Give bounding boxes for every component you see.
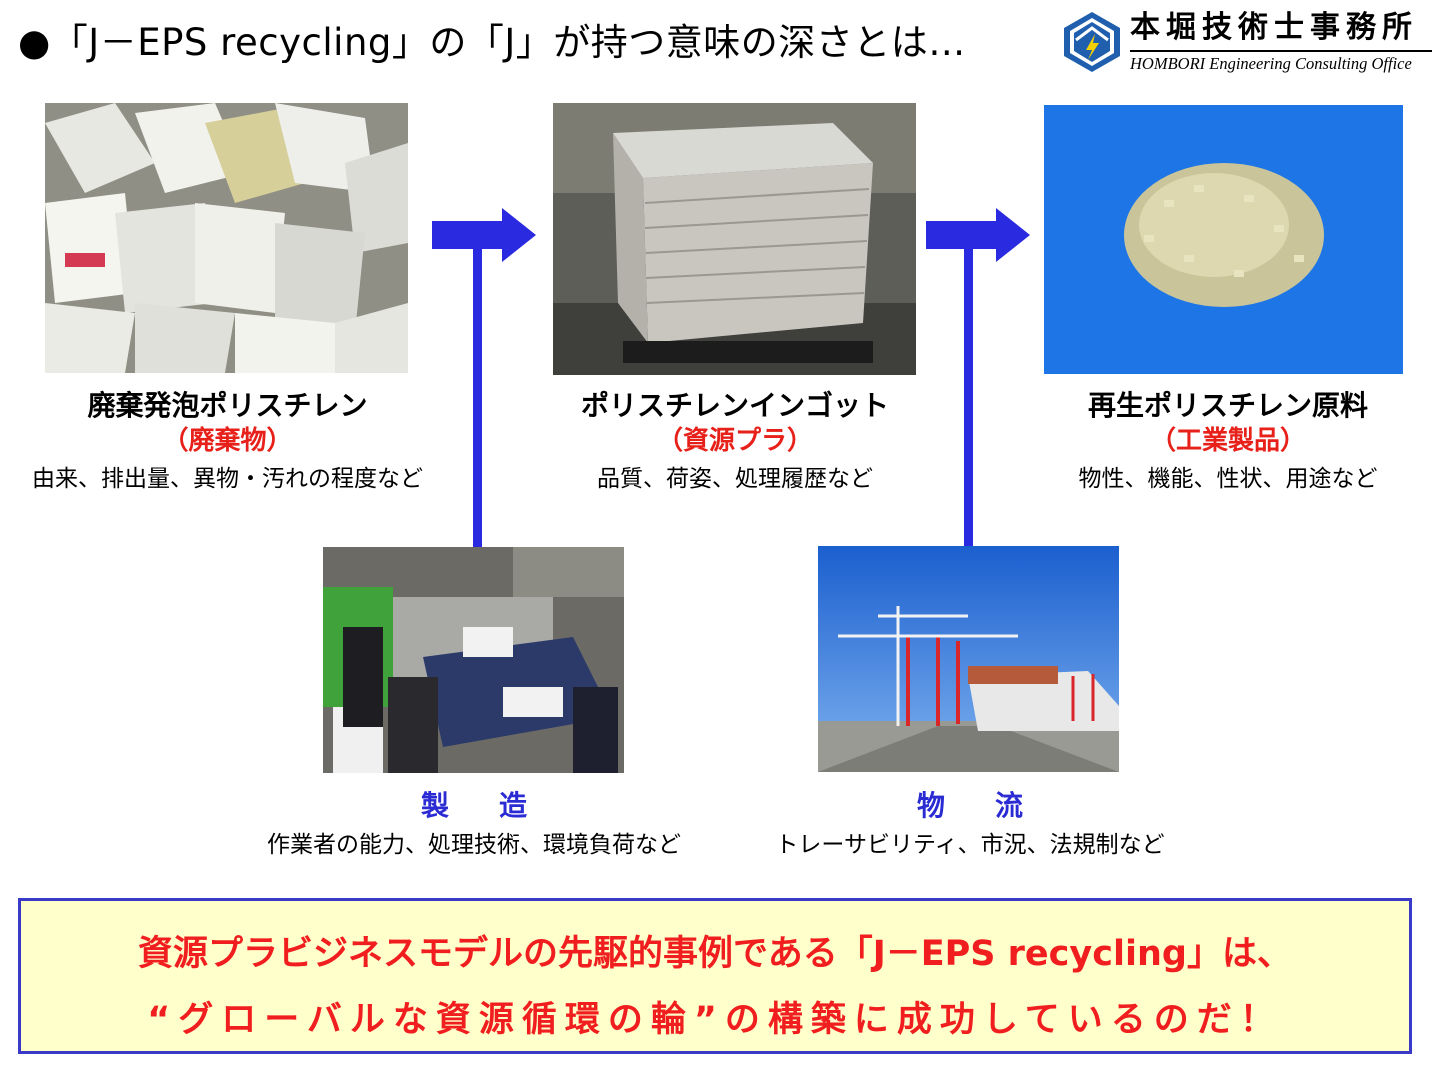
branch-logistics: 物流 トレーサビリティ、市況、法規制など	[720, 788, 1220, 862]
branch-attributes: 作業者の能力、処理技術、環境負荷など	[267, 832, 681, 858]
branch-name: 物流	[916, 789, 1073, 822]
step-attributes: 物性、機能、性状、用途など	[1078, 466, 1378, 492]
logo-rule	[1130, 50, 1432, 52]
flow-step-waste: 廃棄発泡ポリスチレン （廃棄物） 由来、排出量、異物・汚れの程度など	[25, 388, 430, 496]
photo-ps-ingot	[553, 103, 916, 375]
branch-manufacturing: 製造 作業者の能力、処理技術、環境負荷など	[200, 788, 748, 862]
company-logo: 本堀技術士事務所 HOMBORI Engineering Consulting …	[1062, 6, 1434, 78]
photo-waste-eps	[45, 103, 408, 373]
flow-step-recycled-material: 再生ポリスチレン原料 （工業製品） 物性、機能、性状、用途など	[1028, 388, 1428, 496]
conclusion-line-2: “グローバルな資源循環の輪”の構築に成功しているのだ！	[147, 1000, 1283, 1040]
logo-mark-icon	[1064, 12, 1120, 72]
connector-line-manufacturing	[473, 246, 482, 548]
logo-name: 本堀技術士事務所	[1130, 10, 1418, 45]
step-category: （廃棄物）	[162, 426, 293, 456]
photo-recycled-pellets	[1044, 105, 1403, 374]
photo-logistics-port	[818, 546, 1119, 772]
step-name: 再生ポリスチレン原料	[1087, 389, 1368, 422]
step-category: （工業製品）	[1149, 426, 1306, 456]
step-category: （資源プラ）	[656, 426, 813, 456]
arrow-right-icon	[926, 208, 1030, 262]
step-name: 廃棄発泡ポリスチレン	[87, 389, 368, 422]
page-title: ●「J－EPS recycling」の「J」が持つ意味の深さとは…	[18, 21, 966, 64]
branch-attributes: トレーサビリティ、市況、法規制など	[775, 832, 1165, 858]
logo-subtitle: HOMBORI Engineering Consulting Office	[1130, 54, 1412, 73]
conclusion-line-1: 資源プラビジネスモデルの先駆的事例である「J－EPS recycling」は、	[138, 934, 1292, 974]
step-attributes: 品質、荷姿、処理履歴など	[597, 466, 873, 492]
photo-manufacturing	[323, 547, 624, 773]
arrow-right-icon	[432, 208, 536, 262]
step-attributes: 由来、排出量、異物・汚れの程度など	[32, 466, 423, 492]
flow-step-ingot: ポリスチレンインゴット （資源プラ） 品質、荷姿、処理履歴など	[535, 388, 935, 496]
conclusion-box: 資源プラビジネスモデルの先駆的事例である「J－EPS recycling」は、 …	[18, 898, 1412, 1054]
connector-line-logistics	[964, 246, 973, 548]
step-name: ポリスチレンインゴット	[580, 389, 889, 422]
branch-name: 製造	[420, 789, 577, 822]
